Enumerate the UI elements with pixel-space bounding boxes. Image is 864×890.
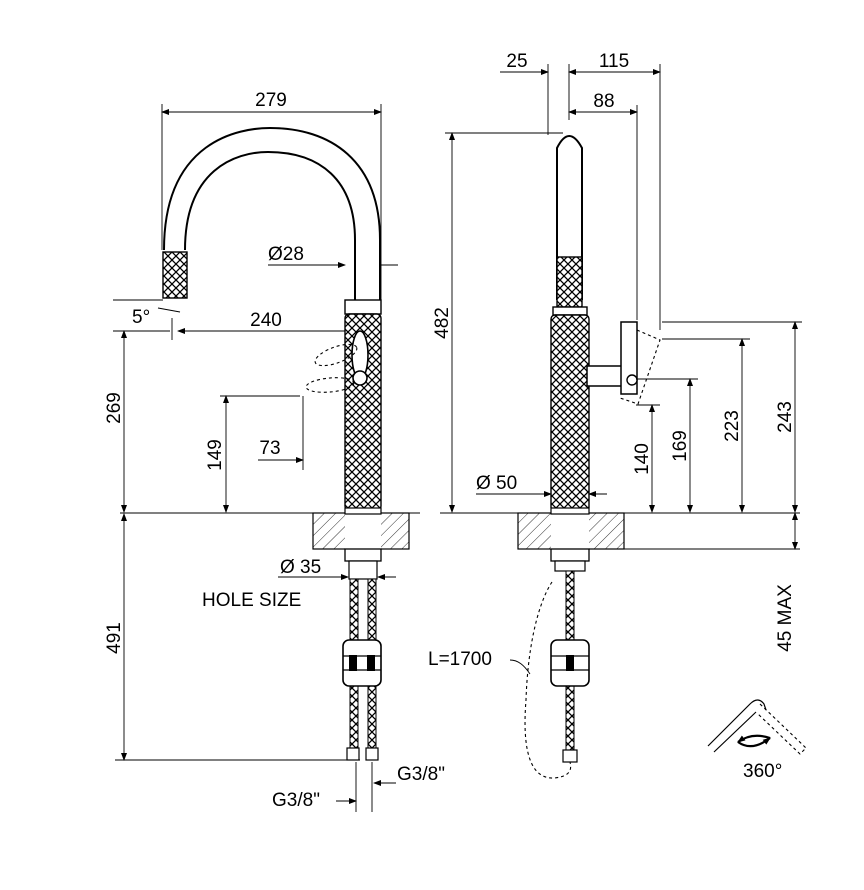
dim-h243: 243: [775, 401, 796, 433]
front-deck: [120, 512, 420, 550]
dim-below-deck: 491: [104, 622, 125, 654]
dim-max-thickness: 45 MAX: [775, 584, 796, 652]
dim-offset-large: 115: [599, 51, 629, 72]
side-body: [550, 314, 661, 515]
dim-hose-length: L=1700: [428, 649, 492, 670]
dim-lever-offset: 73: [259, 438, 280, 459]
dim-total-height: 482: [432, 307, 453, 339]
dim-spout-diameter: Ø28: [268, 244, 304, 265]
rotation-label: 360°: [743, 761, 782, 782]
front-dimensions: 279 Ø28 5° 240 269 149 73: [104, 90, 445, 812]
dim-body-diameter: Ø 50: [476, 473, 517, 494]
dim-offset-small: 25: [506, 51, 527, 72]
front-spout: [162, 126, 381, 300]
side-underdeck: [524, 548, 590, 779]
dim-height-spout: 269: [104, 392, 125, 424]
rotation-symbol: 360°: [707, 699, 807, 782]
dim-angle: 5°: [132, 307, 150, 328]
side-deck: [440, 512, 800, 550]
dim-h223: 223: [722, 410, 743, 442]
front-body: [305, 299, 382, 515]
hole-size-label: HOLE SIZE: [202, 590, 301, 611]
dim-lever-height: 149: [205, 439, 226, 471]
dim-h169: 169: [670, 430, 691, 462]
dim-offset-mid: 88: [593, 91, 614, 112]
dim-hole-diameter: Ø 35: [280, 557, 321, 578]
front-underdeck: [342, 548, 382, 761]
dim-h140: 140: [632, 443, 653, 475]
dim-279: 279: [255, 90, 287, 111]
side-dimensions: 25 115 88 482 Ø 50 140 169: [428, 51, 802, 675]
front-view: 279 Ø28 5° 240 269 149 73: [104, 90, 445, 812]
side-view: 25 115 88 482 Ø 50 140 169: [428, 51, 802, 779]
dim-connection-left: G3/8": [272, 790, 320, 811]
dim-connection-right: G3/8": [397, 764, 445, 785]
dim-reach: 240: [250, 310, 282, 331]
side-spout: [552, 135, 588, 316]
